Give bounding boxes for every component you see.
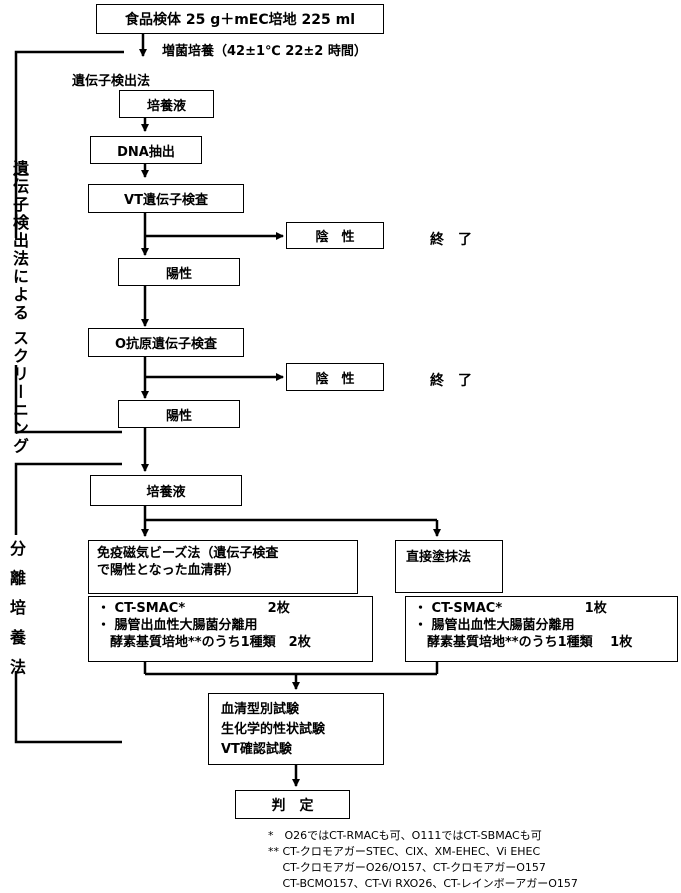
start-sample-box: 食品検体 25 g＋mEC培地 225 ml — [96, 4, 384, 34]
vt-gene-test-box: VT遺伝子検査 — [88, 184, 244, 213]
end-label-2: 終 了 — [430, 373, 472, 389]
media-left-line-1: ・ CT-SMAC* 2枚 — [97, 601, 290, 616]
media-right-line-2: ・ 腸管出血性大腸菌分離用 — [414, 618, 575, 633]
media-right-line-1: ・ CT-SMAC* 1枚 — [414, 601, 607, 616]
media-left-line-2: ・ 腸管出血性大腸菌分離用 — [97, 618, 258, 633]
enrichment-label: 増菌培養（42±1℃ 22±2 時間） — [162, 44, 367, 59]
negative-box-2: 陰 性 — [286, 363, 384, 391]
tests-line-1: 血清型別試験 — [221, 702, 300, 717]
isolation-vertical-text: 分 離 培 養 法 — [7, 540, 26, 679]
isolation-label: 分 離 培 養 法 — [4, 540, 28, 683]
judgement-box: 判 定 — [235, 790, 350, 819]
tests-line-3: VT確認試験 — [221, 742, 292, 757]
o-antigen-test-box: O抗原遺伝子検査 — [88, 328, 244, 357]
media-left-box: ・ CT-SMAC* 2枚 ・ 腸管出血性大腸菌分離用 酵素基質培地**のうち1… — [88, 596, 373, 662]
screening-label: 遺伝子検出法による スクリーニング — [0, 160, 40, 461]
footnote-4: CT-BCMO157、CT-Vi RXO26、CT-レインボーアガーO157 — [268, 877, 578, 890]
negative-box-1: 陰 性 — [286, 222, 384, 249]
dna-extraction-box: DNA抽出 — [90, 136, 202, 164]
direct-plating-box: 直接塗抹法 — [395, 540, 503, 593]
gene-method-label: 遺伝子検出法 — [72, 74, 151, 89]
immuno-line-2: で陽性となった血清群） — [97, 563, 240, 578]
footnote-2: ** CT-クロモアガーSTEC、CIX、XM-EHEC、Vi EHEC — [268, 845, 541, 858]
end-label-1: 終 了 — [430, 232, 472, 248]
culture-box-1: 培養液 — [119, 90, 214, 118]
culture-box-2: 培養液 — [90, 475, 242, 506]
media-right-box: ・ CT-SMAC* 1枚 ・ 腸管出血性大腸菌分離用 酵素基質培地**のうち1… — [405, 596, 678, 662]
footnote-1: * O26ではCT-RMACも可、O111ではCT-SBMACも可 — [268, 829, 542, 842]
footnote-3: CT-クロモアガーO26/O157、CT-クロモアガーO157 — [268, 861, 546, 874]
immunomagnetic-beads-box: 免疫磁気ビーズ法（遺伝子検査 で陽性となった血清群） — [88, 540, 358, 594]
tests-line-2: 生化学的性状試験 — [221, 722, 326, 737]
positive-box-2: 陽性 — [118, 400, 240, 428]
screening-vertical-text: 遺伝子検出法による スクリーニング — [10, 160, 29, 456]
positive-box-1: 陽性 — [118, 258, 240, 286]
media-right-line-3: 酵素基質培地**のうち1種類 1枚 — [414, 635, 633, 650]
immuno-line-1: 免疫磁気ビーズ法（遺伝子検査 — [97, 546, 279, 561]
media-left-line-3: 酵素基質培地**のうち1種類 2枚 — [97, 635, 311, 650]
confirmation-tests-box: 血清型別試験 生化学的性状試験 VT確認試験 — [208, 693, 384, 765]
